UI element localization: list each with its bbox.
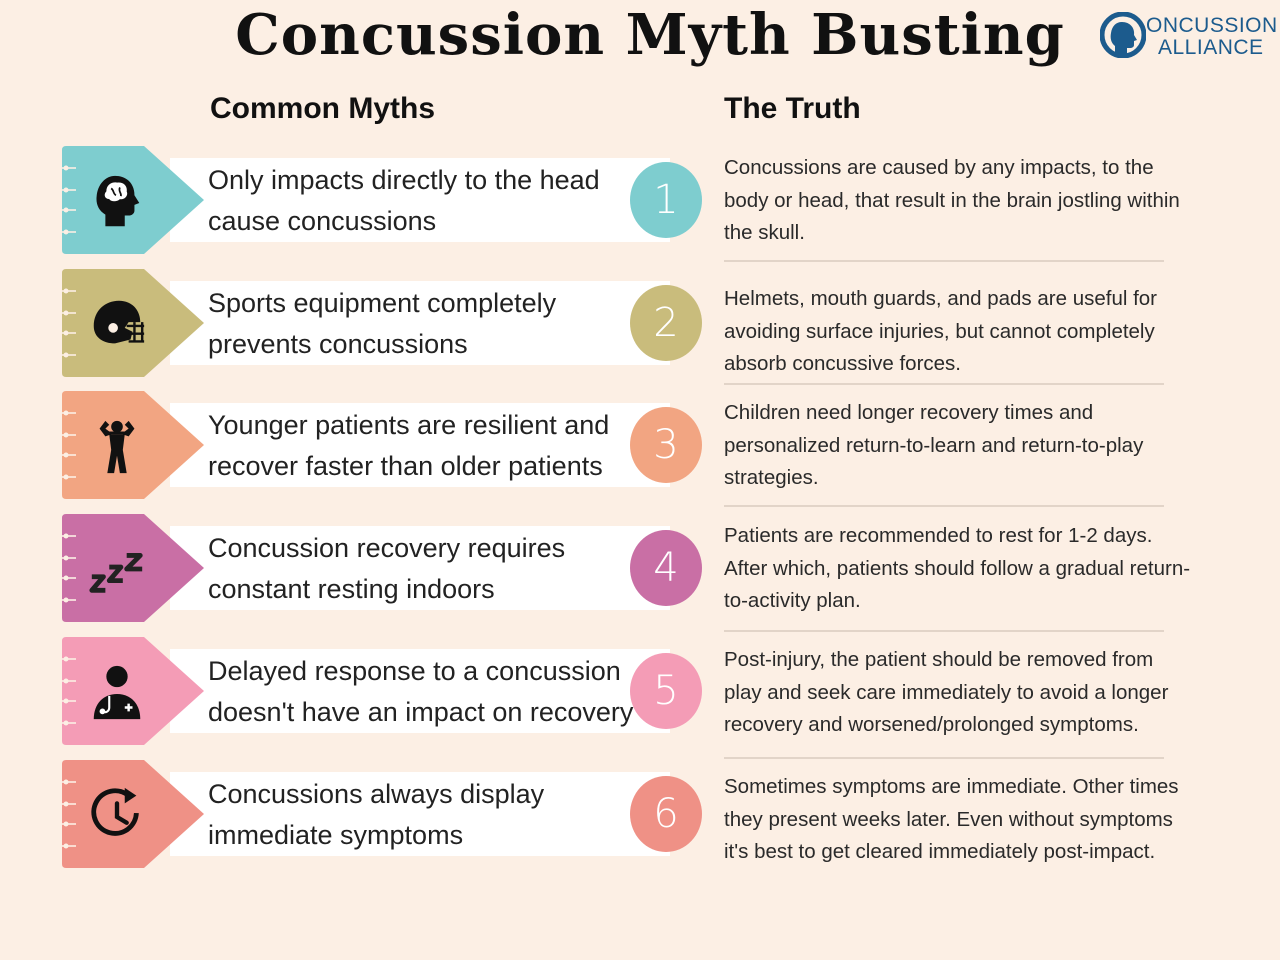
truth-text: Patients are recommended to rest for 1-2… (724, 524, 1191, 612)
truth-text: Concussions are caused by any impacts, t… (724, 156, 1180, 244)
truth-divider (724, 757, 1164, 759)
page-title: Concussion Myth Busting (235, 2, 1065, 68)
myth-card (170, 649, 670, 733)
truth-text: Sometimes symptoms are immediate. Other … (724, 775, 1179, 863)
myth-card (170, 403, 670, 487)
truth-divider (724, 383, 1164, 385)
logo-text-line2: ALLIANCE (1158, 36, 1264, 59)
myth-tab (62, 514, 210, 622)
myth-number-badge: 5 (630, 653, 702, 729)
myth-text: Younger patients are resilient and recov… (208, 410, 610, 481)
myth-card (170, 281, 670, 365)
strongman-icon (86, 415, 148, 477)
myth-tab (62, 146, 210, 254)
logo-head-icon (1100, 12, 1146, 58)
myth-tab (62, 269, 210, 377)
truth-text: Helmets, mouth guards, and pads are usef… (724, 287, 1158, 375)
myth-row: Concussions always display immediate sym… (0, 760, 720, 870)
myth-tab (62, 760, 210, 868)
doctor-icon (86, 661, 148, 723)
myth-number-badge: 4 (630, 530, 702, 606)
myth-number-badge: 2 (630, 285, 702, 361)
myth-text: Delayed response to a concussion doesn't… (208, 656, 634, 727)
myth-text: Concussions always display immediate sym… (208, 779, 545, 850)
myth-text: Concussion recovery requires constant re… (208, 533, 566, 604)
clock-refresh-icon (86, 784, 148, 846)
myth-card (170, 158, 670, 242)
myth-row: Younger patients are resilient and recov… (0, 391, 720, 501)
truth-divider (724, 630, 1164, 632)
truth-divider (724, 505, 1164, 507)
myth-row: Only impacts directly to the head cause … (0, 146, 720, 256)
football-helmet-icon (86, 293, 148, 355)
truth-text: Post-injury, the patient should be remov… (724, 648, 1169, 736)
myth-row: Concussion recovery requires constant re… (0, 514, 720, 624)
myth-tab (62, 637, 210, 745)
myth-row: Delayed response to a concussion doesn't… (0, 637, 720, 747)
myth-tab (62, 391, 210, 499)
truth-column-header: The Truth (724, 92, 861, 125)
myth-number-badge: 1 (630, 162, 702, 238)
myth-row: Sports equipment completely prevents con… (0, 269, 720, 379)
myth-number-badge: 6 (630, 776, 702, 852)
myth-card (170, 526, 670, 610)
concussion-alliance-logo: ONCUSSION ALLIANCE (1100, 10, 1278, 62)
truth-text: Children need longer recovery times and … (724, 401, 1144, 489)
myth-text: Only impacts directly to the head cause … (208, 165, 600, 236)
sleep-zzz-icon (86, 538, 148, 600)
myth-text: Sports equipment completely prevents con… (208, 288, 557, 359)
head-brain-icon (86, 170, 148, 232)
myth-card (170, 772, 670, 856)
myth-number-badge: 3 (630, 407, 702, 483)
truth-divider (724, 260, 1164, 262)
logo-text-line1: ONCUSSION (1146, 14, 1278, 37)
myths-column-header: Common Myths (210, 92, 435, 125)
